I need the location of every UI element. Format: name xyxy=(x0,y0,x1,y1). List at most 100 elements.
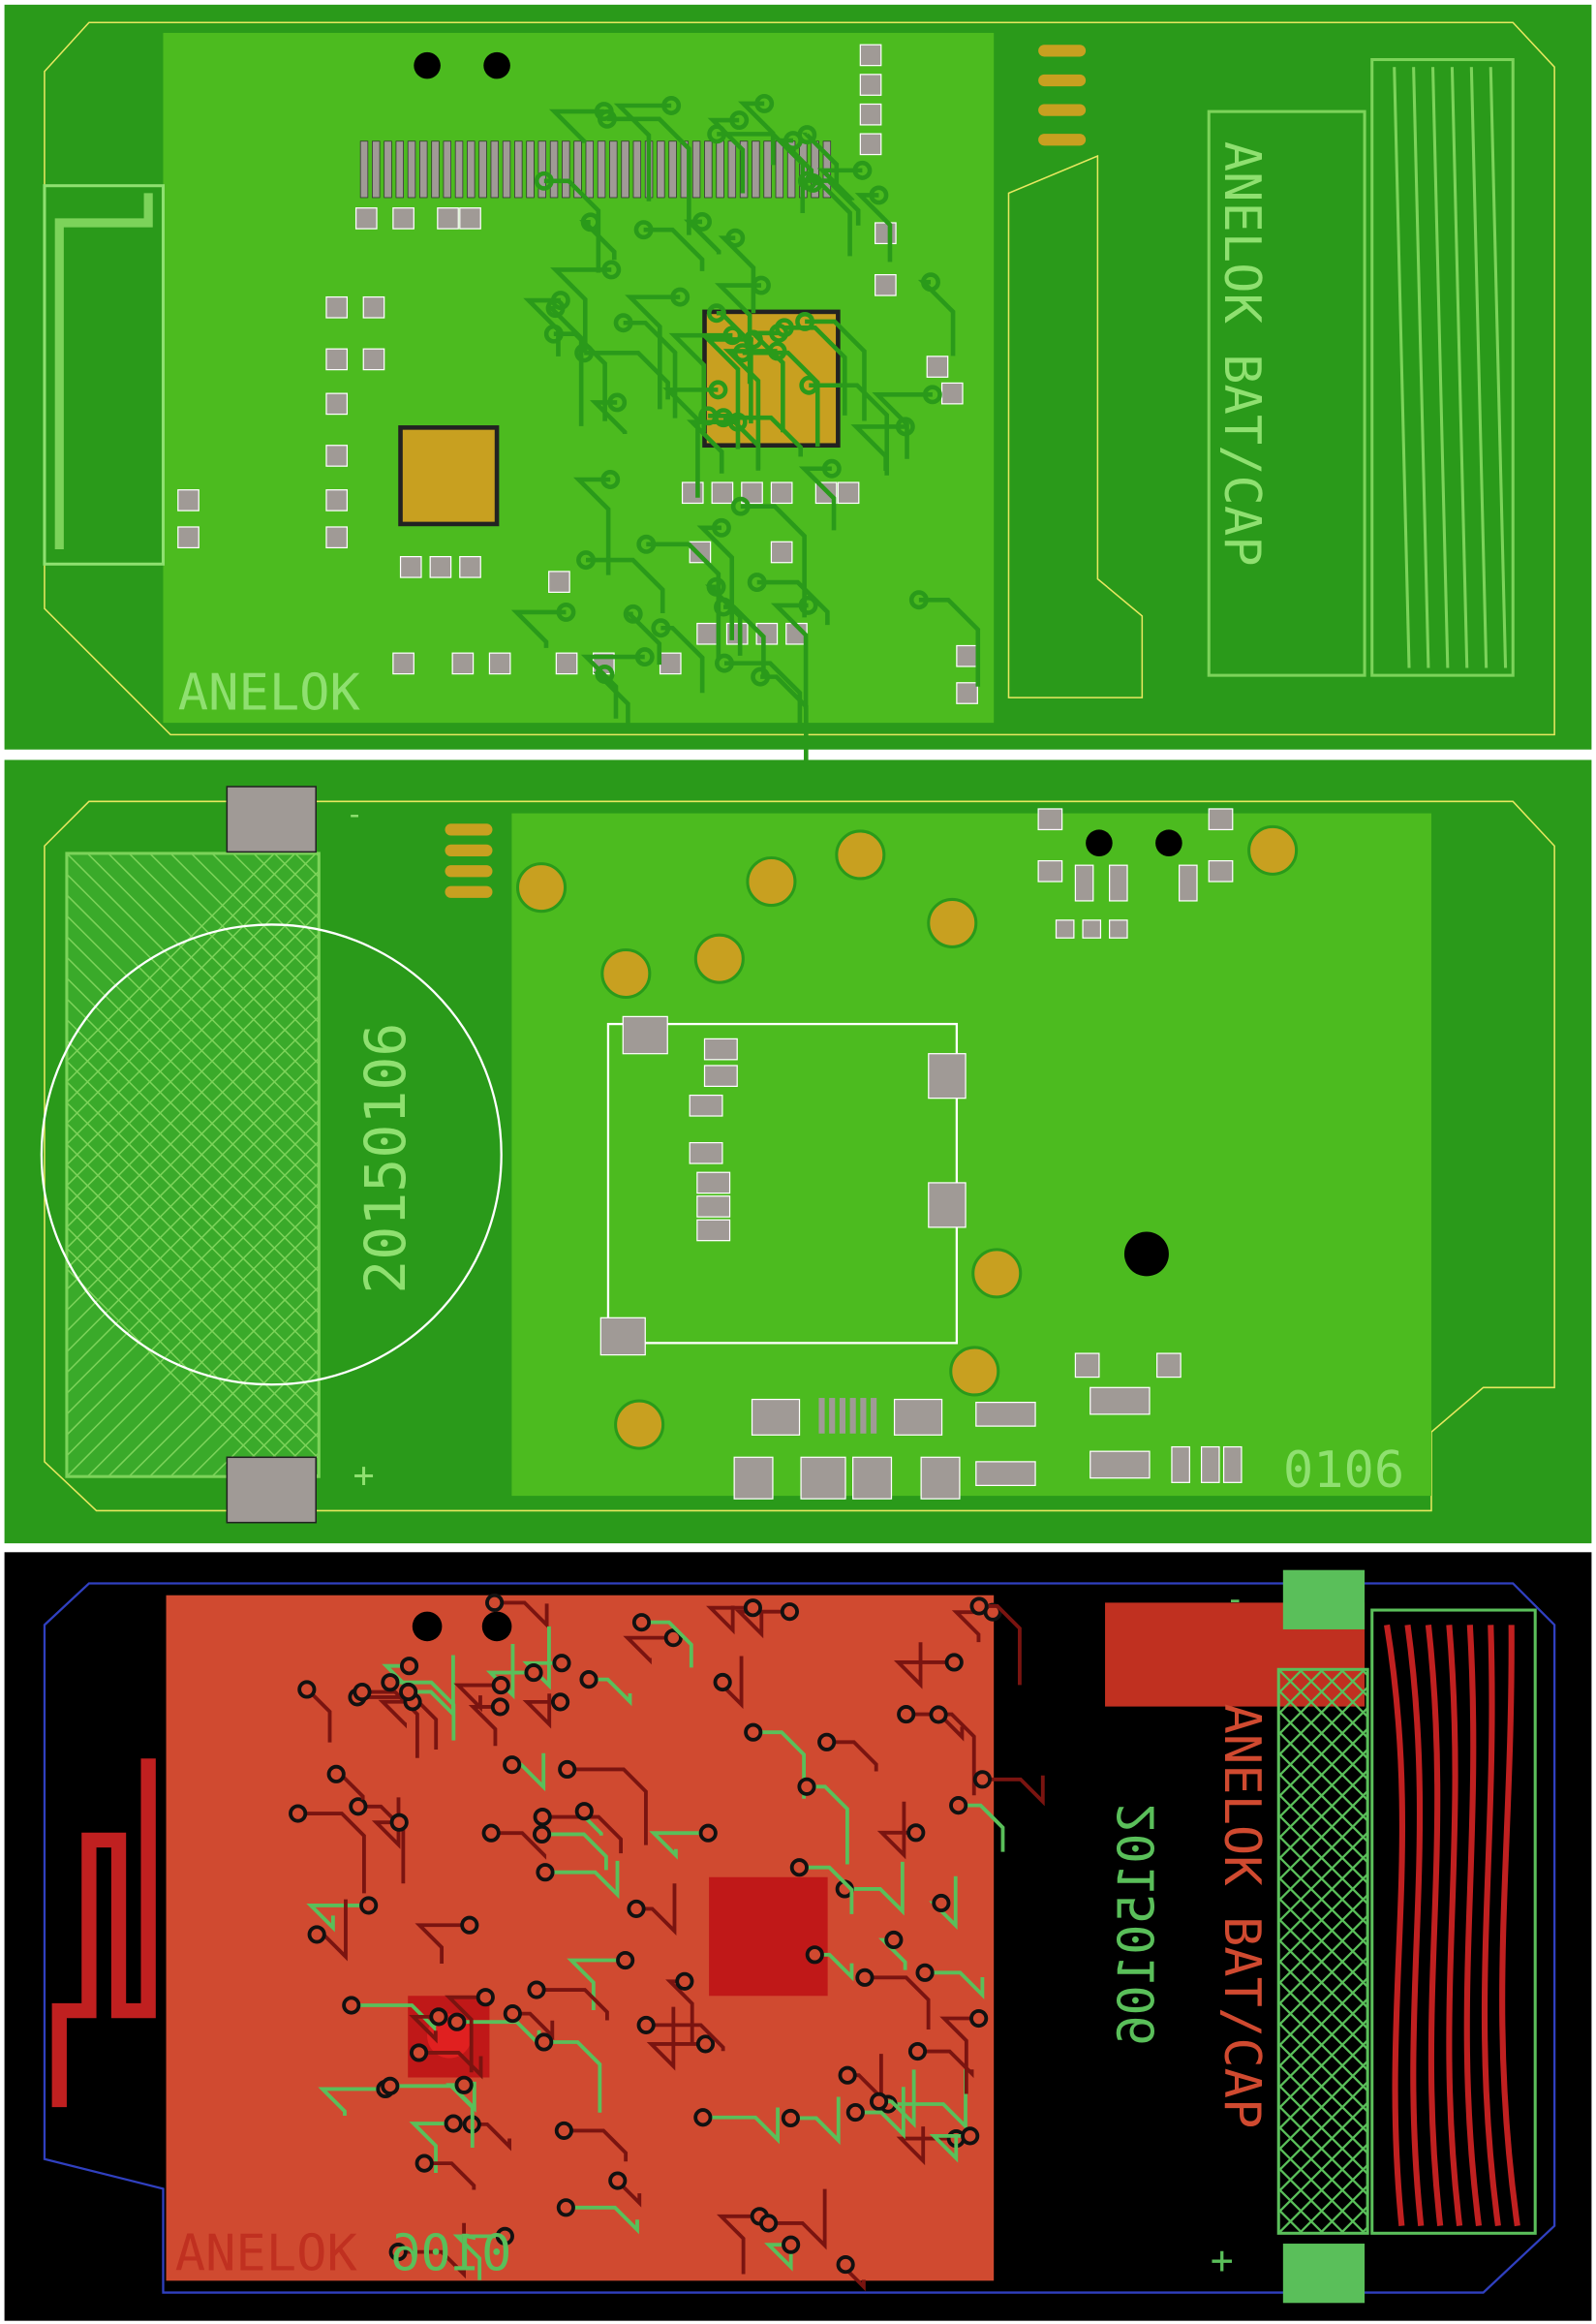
rev-label: 0106 xyxy=(1283,1441,1404,1500)
header-pin xyxy=(704,140,713,199)
smd-pad xyxy=(325,348,349,371)
trace xyxy=(807,178,861,226)
trace xyxy=(702,337,753,449)
trace xyxy=(1430,67,1450,668)
smd-pad xyxy=(1208,859,1234,883)
trace xyxy=(1469,67,1489,668)
via xyxy=(884,1930,904,1950)
hatch-line xyxy=(66,873,320,1128)
hatch-line xyxy=(66,1223,320,1477)
trace xyxy=(584,351,670,400)
smd-pad xyxy=(325,526,349,549)
smd-pad xyxy=(770,481,793,505)
hatch-line xyxy=(1278,1748,1368,1841)
trace xyxy=(491,1831,547,1860)
edge-pad xyxy=(1038,74,1087,87)
rev-label-mirrored: 0106 xyxy=(390,2225,511,2283)
smd-pad xyxy=(1037,808,1063,831)
via xyxy=(961,2126,980,2146)
via xyxy=(579,1670,598,1689)
via xyxy=(781,2108,800,2128)
ic-pin xyxy=(839,1398,846,1434)
gold-vias xyxy=(515,824,1299,1450)
trace xyxy=(564,2128,629,2162)
via xyxy=(783,131,803,151)
via xyxy=(595,665,615,684)
trace xyxy=(798,466,837,531)
hatch-line xyxy=(66,1119,320,1375)
trace xyxy=(734,1609,790,1639)
via xyxy=(627,1899,646,1918)
via xyxy=(743,329,763,350)
trace xyxy=(850,424,905,472)
via xyxy=(661,96,682,115)
plus-label-combined: + xyxy=(1211,2239,1234,2283)
edge-pad xyxy=(1038,134,1087,146)
via xyxy=(532,1824,552,1844)
smd-pad xyxy=(177,526,200,549)
hatch-line xyxy=(66,1202,320,1457)
via xyxy=(782,2235,801,2254)
hatch-line xyxy=(86,1244,320,1477)
smd-pad xyxy=(859,133,882,156)
hatch-line xyxy=(1278,1726,1368,1820)
smd-pad xyxy=(920,1456,961,1500)
trace xyxy=(723,415,803,457)
smd-pad xyxy=(770,541,793,564)
smd-pad xyxy=(392,652,414,675)
smd-pad xyxy=(177,489,200,511)
smd-pad xyxy=(399,555,422,578)
smd-pad xyxy=(429,555,452,578)
trace xyxy=(799,1865,854,1914)
smd-pad xyxy=(1171,1445,1190,1483)
bat-cap-label-combined: ANELOK BAT/CAP xyxy=(1212,1704,1271,2129)
trace xyxy=(748,330,785,433)
smd-pad xyxy=(437,207,459,230)
hatch-line xyxy=(1278,2124,1368,2217)
header-pin xyxy=(668,140,677,199)
coin-cell-outline xyxy=(40,923,503,1386)
via-pad xyxy=(600,947,652,1000)
trace xyxy=(716,310,753,424)
via xyxy=(692,211,712,232)
via xyxy=(708,380,728,400)
ic-pin xyxy=(829,1398,836,1434)
smd-pad xyxy=(1090,1450,1151,1479)
via xyxy=(503,1755,522,1775)
via xyxy=(326,1764,346,1783)
hatch-line xyxy=(1278,1706,1368,1799)
via-pad xyxy=(971,1248,1023,1299)
via xyxy=(307,1925,326,1944)
traces xyxy=(510,67,1508,781)
edge-pad xyxy=(445,823,493,836)
hatch-line xyxy=(107,852,320,1066)
header-pin xyxy=(419,140,428,199)
via xyxy=(410,2043,429,2062)
trace xyxy=(452,2234,506,2280)
via xyxy=(444,2114,463,2133)
smd-pad xyxy=(875,222,897,245)
antenna-trace xyxy=(1463,1625,1483,2227)
trace xyxy=(876,1801,916,1860)
panel-top-layer: ANELOK ANELOK BAT/CAP xyxy=(4,4,1592,781)
via xyxy=(634,647,655,667)
hatch-line xyxy=(66,1036,320,1291)
smd-pad xyxy=(459,207,481,230)
hatch-line xyxy=(1278,2122,1368,2215)
trace xyxy=(662,387,719,498)
trace xyxy=(668,332,733,433)
hatch-line xyxy=(169,852,320,1004)
via xyxy=(895,417,915,437)
smd-pad xyxy=(859,74,882,96)
trace xyxy=(770,603,809,709)
header-pin xyxy=(526,140,535,199)
smd-pad xyxy=(800,1456,846,1500)
smd-pad xyxy=(689,541,712,564)
smd-pad xyxy=(875,273,897,296)
via xyxy=(552,1654,571,1673)
smd-pad xyxy=(1222,1445,1243,1483)
trace xyxy=(1393,67,1411,668)
trace xyxy=(752,1730,807,1799)
header-pin xyxy=(359,140,369,199)
hatch-line xyxy=(86,852,320,1086)
